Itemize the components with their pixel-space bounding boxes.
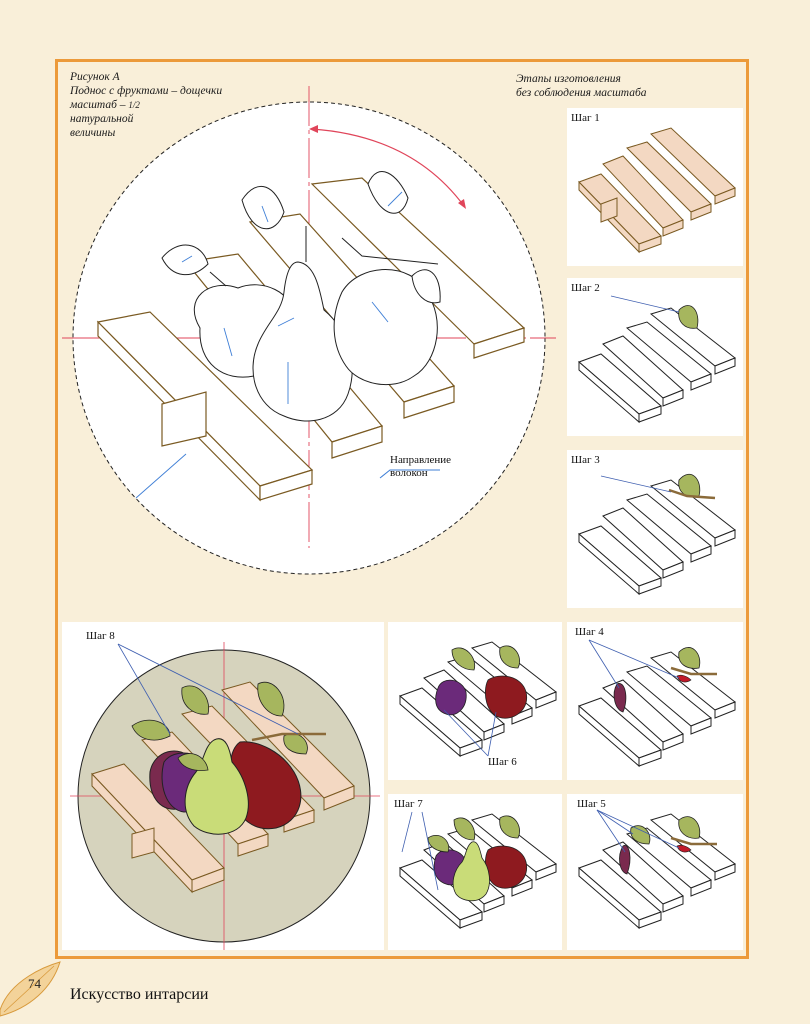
step-1-drawing bbox=[578, 127, 736, 254]
step-5-label: Шаг 5 bbox=[577, 798, 606, 810]
step-3-panel: Шаг 3 bbox=[567, 450, 743, 608]
step-1-panel: Шаг 1 bbox=[567, 108, 743, 266]
figure-label: Рисунок А bbox=[70, 71, 120, 83]
step-4-drawing bbox=[578, 639, 736, 768]
footer-leaf-ornament bbox=[0, 961, 61, 1017]
step-8-panel: Шаг 8 bbox=[62, 622, 384, 950]
step-6-label: Шаг 6 bbox=[488, 756, 517, 768]
stages-heading: Этапы изготовления без соблюдения масшта… bbox=[516, 72, 736, 100]
step-2-label: Шаг 2 bbox=[571, 282, 600, 294]
scale-prefix: масштаб – bbox=[70, 99, 129, 111]
step-3-label: Шаг 3 bbox=[571, 454, 600, 466]
step-5-panel: Шаг 5 bbox=[567, 794, 743, 950]
figure-title: Поднос с фруктами – дощечки bbox=[70, 85, 223, 97]
scale-fraction: 1/2 bbox=[128, 100, 140, 110]
step-8-label: Шаг 8 bbox=[86, 630, 115, 642]
step-6-panel: Шаг 6 bbox=[388, 622, 562, 780]
step-8-drawing bbox=[70, 642, 380, 950]
step-6-drawing bbox=[399, 641, 557, 758]
grain-note: Направление волокон bbox=[390, 454, 451, 480]
page-number: 74 bbox=[28, 976, 41, 991]
figure-a-panel: Рисунок А Поднос с фруктами – дощечки ма… bbox=[62, 66, 556, 614]
stages-heading-line2: без соблюдения масштаба bbox=[516, 87, 647, 99]
figure-caption: Рисунок А Поднос с фруктами – дощечки ма… bbox=[70, 70, 250, 140]
figure-scale-suffix-2: величины bbox=[70, 127, 116, 139]
figure-scale: масштаб – 1/2 bbox=[70, 98, 250, 112]
step-1-label: Шаг 1 bbox=[571, 112, 600, 124]
book-title: Искусство интарсии bbox=[70, 986, 209, 1003]
step-2-drawing bbox=[578, 295, 736, 424]
step-4-panel: Шаг 4 bbox=[567, 622, 743, 780]
grain-note-line2: волокон bbox=[390, 467, 428, 479]
figure-scale-suffix-1: натуральной bbox=[70, 113, 134, 125]
step-5-drawing bbox=[578, 809, 736, 930]
stages-heading-line1: Этапы изготовления bbox=[516, 73, 621, 85]
step-3-drawing bbox=[578, 473, 736, 596]
step-7-label: Шаг 7 bbox=[394, 798, 423, 810]
step-7-panel: Шаг 7 bbox=[388, 794, 562, 950]
figure-a-drawing bbox=[62, 86, 556, 575]
grain-note-line1: Направление bbox=[390, 454, 452, 466]
step-2-panel: Шаг 2 bbox=[567, 278, 743, 436]
step-7-drawing bbox=[399, 811, 557, 930]
step-4-label: Шаг 4 bbox=[575, 626, 604, 638]
